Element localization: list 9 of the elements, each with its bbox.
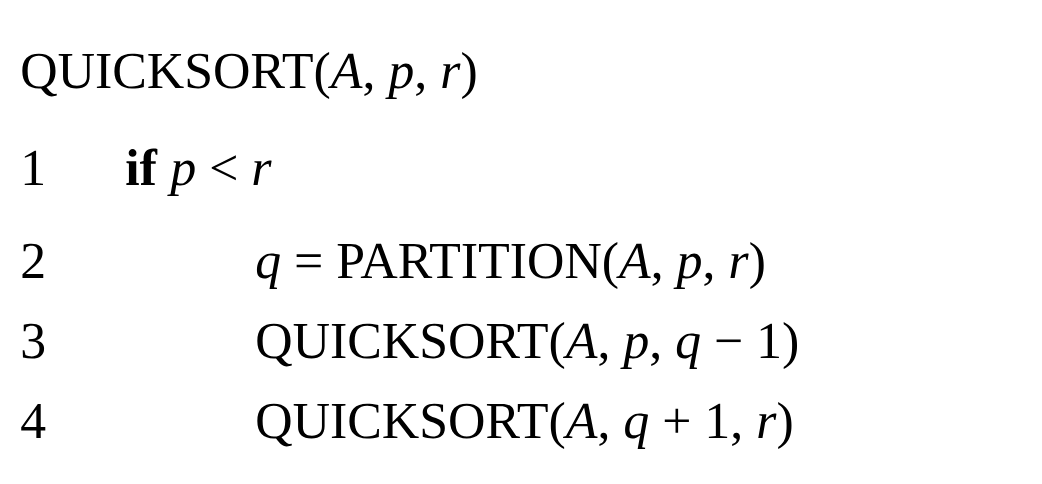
code-line: QUICKSORT(A, p, q − 1) <box>257 322 797 369</box>
line-number: 4 <box>21 403 46 438</box>
line-number: 3 <box>22 323 45 359</box>
line-number: 2 <box>22 243 44 278</box>
code-line: QUICKSORT(A, q + 1, r) <box>257 402 792 449</box>
code-line: q = PARTITION(A, p, r) <box>256 242 764 289</box>
code-line: if p < r <box>126 148 272 196</box>
line-number: 1 <box>24 150 43 185</box>
heading: QUICKSORT(A, p, r) <box>22 52 476 100</box>
